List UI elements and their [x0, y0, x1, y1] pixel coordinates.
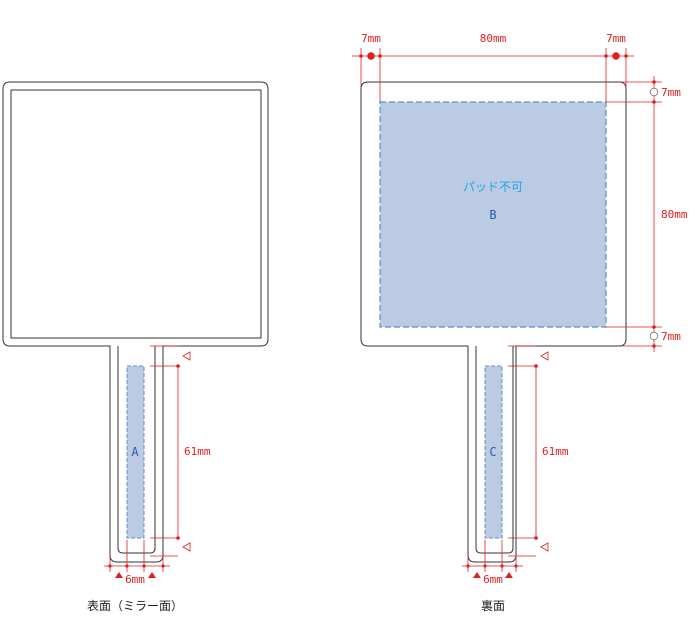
back-dim-right-height: 80mm [661, 208, 688, 221]
back-dim-marker-bottom [649, 331, 659, 341]
back-area-c-label: C [489, 445, 496, 459]
back-dim-top-width: 80mm [480, 32, 507, 45]
front-mirror-face [10, 89, 262, 339]
front-print-area-a [126, 365, 145, 539]
back-dim-6mm: 6mm [483, 573, 503, 586]
front-dim-6mm: 6mm [125, 573, 145, 586]
back-dim-top-left: 7mm [361, 32, 381, 45]
back-dim-right-top: 7mm [661, 86, 681, 99]
back-print-area-c [484, 365, 503, 539]
front-marker-triangle-top [182, 351, 191, 361]
back-dim-handle-length [508, 345, 538, 557]
back-dim-right-bottom: 7mm [661, 330, 681, 343]
front-area-a-label: A [131, 445, 139, 459]
front-caption: 表面（ミラー面） [87, 599, 183, 613]
back-print-area-b [379, 101, 607, 328]
front-view: A 61mm 6mm 表面（ミラー面） [2, 81, 269, 613]
front-marker-triangle-bottom [182, 542, 191, 552]
back-handle-inner [475, 346, 514, 554]
back-dim-top-right: 7mm [606, 32, 626, 45]
front-handle-inner [117, 346, 156, 554]
front-dim-61mm: 61mm [184, 445, 211, 458]
front-dim-handle-length [150, 345, 180, 557]
back-caption: 裏面 [481, 598, 505, 613]
back-area-b-label: B [489, 208, 496, 222]
back-dim-61mm: 61mm [542, 445, 569, 458]
back-dim-marker-top [649, 87, 659, 97]
back-area-b-note: パッド不可 [463, 180, 523, 194]
back-view: パッド不可 B C 7mm 80mm 7mm [352, 32, 688, 613]
